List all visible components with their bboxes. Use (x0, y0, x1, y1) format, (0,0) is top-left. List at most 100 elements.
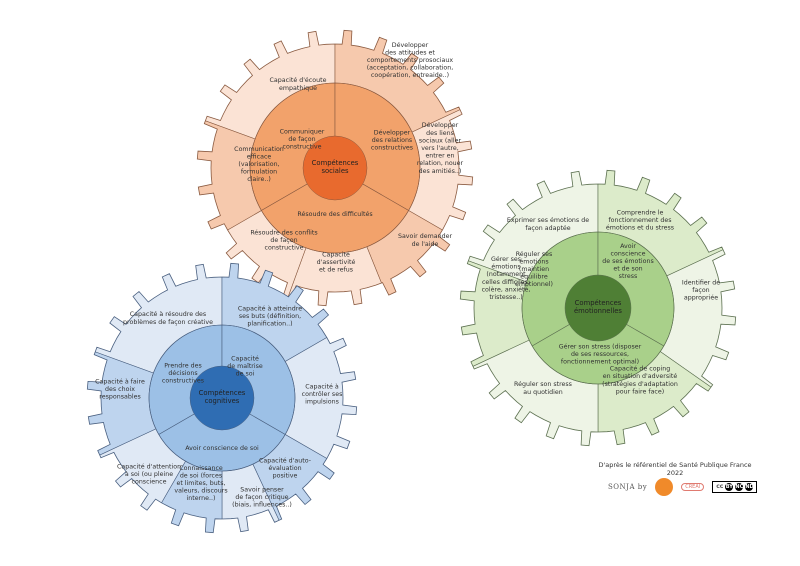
middle-skill-label-line: Prendre des (164, 362, 201, 369)
middle-ring-outline (148, 324, 296, 472)
outer-skill-label-line: émotions (491, 263, 520, 271)
creai-logo: CREAI (681, 483, 705, 491)
by-text: by (637, 483, 648, 491)
cc-nc-icon: NC (735, 483, 744, 491)
outer-skill-label-line: vers l'autre, (421, 145, 459, 152)
cc-label: cc (716, 483, 724, 490)
outer-skill-label-line: des liens (426, 130, 454, 137)
outer-skill-label-line: (valorisation, (238, 161, 279, 168)
middle-skill-label: Résoudre des difficultés (297, 210, 372, 218)
outer-skill-label-line: Comprendre le (617, 209, 664, 216)
middle-skill-label-line: Réguler ses (516, 250, 553, 258)
middle-skill-label-line: constructives (371, 145, 413, 152)
sonja-logo: SONJA by (608, 483, 647, 491)
outer-skill-label-line: en situation d'adversité (603, 372, 678, 380)
outer-skill-label-line: Résoudre des conflits (250, 228, 317, 236)
center-circle (564, 274, 632, 342)
outer-skill-label-line: et limites, buts, (176, 480, 225, 487)
middle-skill-label-line: et de son (613, 266, 642, 273)
middle-skill-label-line: de ses ressources, (571, 351, 629, 358)
outer-skill-label-line: planification..) (247, 321, 292, 328)
outer-skill-label-line: pour faire face) (616, 388, 664, 395)
center-title-line: Compétences (312, 159, 359, 167)
middle-ring-outline (249, 82, 421, 254)
outer-skill-label-line: colère, anxiété, (482, 285, 531, 293)
outer-skill-label-line: empathique (279, 85, 317, 92)
outer-skill-label-line: des choix (105, 386, 135, 393)
outer-skill-label-line: Capacité à (305, 382, 339, 390)
outer-skill-label-line: interne..) (187, 495, 216, 502)
outer-skill-label-line: Capacité d'attention (117, 462, 181, 470)
outer-skill-label-line: façon adaptée (525, 224, 570, 232)
outer-skill-label-line: Exprimer ses émotions de (507, 216, 589, 224)
outer-skill-label-line: coopération, entreaide..) (371, 71, 449, 79)
middle-skill-label-line: émotionnel) (515, 280, 553, 288)
middle-skill-label-line: fonctionnement optimal) (561, 359, 639, 366)
middle-skill-label-line: décisions (168, 369, 197, 377)
brand-name: SONJA (608, 483, 636, 491)
outer-skill-label-line: Capacité (322, 250, 350, 258)
outer-skill-label-line: (notamment (486, 271, 526, 278)
outer-skill-label-line: Réguler son stress (514, 380, 572, 388)
outer-skill-label-line: Capacité à atteindre (238, 304, 302, 312)
outer-skill-label-line: au quotidien (523, 389, 563, 396)
outer-skill-label-line: claire..) (247, 176, 271, 183)
outer-skill-label-line: émotions et du stress (606, 224, 674, 232)
middle-skill-label: Avoir conscience de soi (185, 445, 259, 452)
center-title-line: sociales (321, 167, 349, 175)
middle-skill-label-line: de façon (288, 136, 315, 143)
middle-skill-label-line: stress (619, 273, 638, 280)
outer-skill-label-line: Capacité de coping (610, 365, 671, 373)
center-title-line: cognitives (205, 397, 240, 405)
outer-skill-label-line: (acceptation, collaboration, (367, 65, 454, 72)
outer-skill-label-line: relation, nouer (417, 160, 464, 167)
outer-skill-label-line: Savoir demander (398, 233, 453, 240)
outer-skill-label-line: Gérer ses (491, 255, 521, 263)
outer-skill-label-line: de façon (270, 237, 297, 244)
middle-ring-outline (521, 231, 675, 385)
outer-skill-label-line: formulation (241, 169, 277, 176)
outer-skill-label-line: valeurs, discours (174, 488, 227, 495)
middle-skill-label-line: (maintien (519, 266, 549, 273)
outer-skill-label-line: Communication (234, 146, 284, 153)
middle-skill-label-line: de maîtrise (227, 362, 263, 370)
middle-skill-label-line: Gérer son stress (disposer (559, 342, 642, 350)
center-title-line: Compétences (199, 389, 246, 397)
cc-by-icon: BY (725, 483, 734, 491)
outer-skill-label-line: (biais, influences..) (232, 502, 292, 509)
outer-skill-label-line: comportements prosociaux (367, 57, 453, 64)
middle-skill-label-line: Avoir (620, 243, 636, 250)
outer-skill-label-line: des amitiés..) (419, 167, 462, 175)
cc-nd-icon: ND (745, 483, 754, 491)
outer-skill-label-line: d'assertivité (317, 258, 356, 266)
outer-skill-label-line: Connaissance (179, 465, 223, 472)
outer-skill-label-line: et de refus (319, 267, 353, 274)
outer-skill-label-line: appropriée (684, 294, 718, 302)
middle-skill-label-line: Communiquer (280, 128, 325, 135)
middle-skill-label-line: des relations (372, 137, 412, 144)
outer-skill-label-line: Développer (392, 41, 429, 49)
outer-skill-label-line: responsables (99, 394, 141, 401)
center-title-line: Compétences (575, 299, 622, 307)
outer-skill-label-line: ses buts (définition, (239, 312, 301, 320)
logos-row: SONJA by CREAI cc BY NC ND (608, 478, 758, 496)
